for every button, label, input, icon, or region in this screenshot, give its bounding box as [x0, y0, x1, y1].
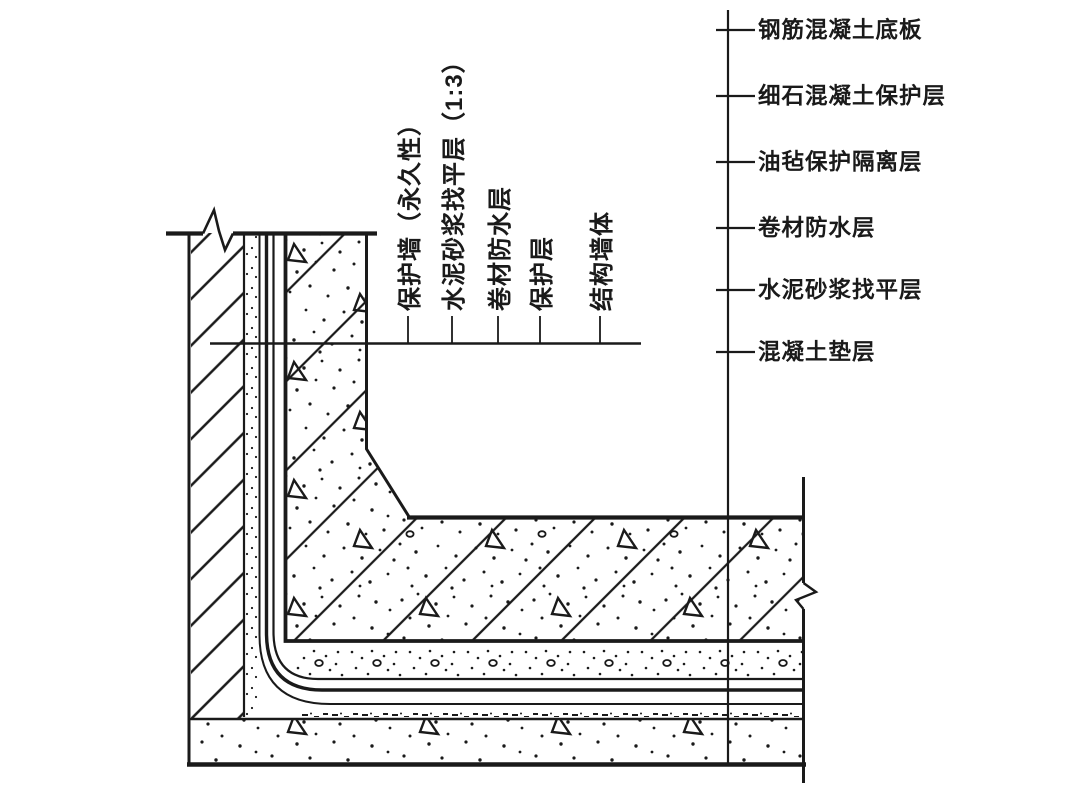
structural-wall-right-edge-haunch	[365, 232, 411, 519]
legend-right-labels: 钢筋混凝土底板 细石混凝土保护层 油毡保护隔离层 卷材防水层 水泥砂浆找平层 混…	[757, 17, 946, 365]
legend-label-wall-mortar-levelling: 水泥砂浆找平层（1:3）	[440, 48, 468, 311]
structural-concrete-inner-outline	[283, 232, 803, 643]
wall-break-mark	[201, 206, 235, 254]
legend-wall-labels: 保护墙（永久性） 水泥砂浆找平层（1:3） 卷材防水层 保护层 结构墙体	[396, 48, 616, 312]
legend-label-membrane-waterproof: 卷材防水层	[757, 215, 876, 241]
legend-wall-ticks	[407, 316, 601, 343]
mortar-levelling-course	[302, 709, 803, 717]
legend-label-wall-protection-course: 保护层	[529, 236, 556, 312]
legend-label-fine-stone-protection: 细石混凝土保护层	[758, 83, 946, 109]
mortar-edge-curve-line	[258, 232, 803, 705]
legend-label-structural-wall: 结构墙体	[588, 211, 616, 311]
legend-right-ticks	[716, 28, 755, 354]
felt-isolation-line	[272, 232, 803, 681]
concrete-cushion-fill	[191, 720, 803, 763]
legend-label-wall-membrane: 卷材防水层	[486, 186, 514, 311]
slab-break-mark	[794, 582, 819, 610]
legend-label-protective-wall: 保护墙（永久性）	[396, 111, 424, 312]
legend-label-rc-bottom-slab: 钢筋混凝土底板	[758, 17, 923, 43]
legend-label-concrete-cushion: 混凝土垫层	[758, 339, 876, 365]
protective-wall-hatch	[191, 233, 244, 718]
legend-label-mortar-levelling: 水泥砂浆找平层	[758, 277, 923, 303]
wall-mortar-levelling-strip	[245, 233, 259, 715]
membrane-waterproof-line	[264, 232, 803, 692]
legend-label-felt-isolation: 油毡保护隔离层	[758, 149, 923, 175]
fine-stone-protection-course	[296, 644, 803, 677]
